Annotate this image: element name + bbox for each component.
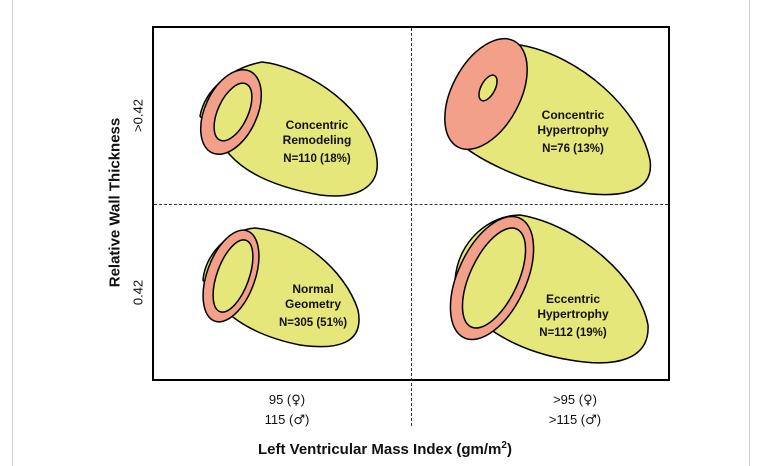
- x-tick-high-line2-value: >115 (: [548, 412, 586, 427]
- normal-geometry-label: Normal Geometry N=305 (51%): [258, 282, 368, 331]
- normal-geometry-line1: Normal: [292, 282, 334, 296]
- concentric-remodeling-label: Concentric Remodeling N=110 (18%): [262, 118, 372, 167]
- paren: ): [300, 392, 306, 407]
- horizontal-divider: [154, 204, 668, 205]
- female-symbol: ♀: [583, 393, 593, 408]
- concentric-remodeling-ventricle: [199, 61, 378, 197]
- y-tick-low: 0.42: [130, 279, 146, 306]
- concentric-remodeling-line2: Remodeling: [282, 133, 352, 147]
- concentric-hypertrophy-count: N=76 (13%): [542, 143, 604, 155]
- normal-geometry-line2: Geometry: [284, 297, 342, 311]
- concentric-hypertrophy-label: Concentric Hypertrophy N=76 (13%): [518, 108, 628, 157]
- concentric-remodeling-line1: Concentric: [285, 118, 349, 132]
- eccentric-hypertrophy-line1: Eccentric: [545, 292, 601, 306]
- vertical-divider: [411, 28, 412, 426]
- x-tick-low-line1-value: 95 (: [268, 392, 292, 407]
- x-tick-high-line2: >115 (♂): [515, 410, 635, 430]
- male-symbol: ♂: [585, 413, 597, 428]
- x-tick-low-line1: 95 (♀): [232, 390, 342, 410]
- concentric-hypertrophy-ventricle: [444, 37, 652, 196]
- x-tick-high: >95 (♀) >115 (♂): [515, 390, 635, 430]
- normal-geometry-count: N=305 (51%): [278, 317, 348, 329]
- female-symbol: ♀: [291, 393, 301, 408]
- paren: ): [596, 412, 602, 427]
- y-tick-high: >0.42: [130, 99, 146, 132]
- paren: ): [592, 392, 597, 407]
- x-tick-low-line2-value: 115 (: [264, 412, 294, 427]
- concentric-hypertrophy-line2: Hypertrophy: [537, 123, 609, 137]
- normal-geometry-ventricle: [202, 227, 360, 348]
- x-axis-label-text: Left Ventricular Mass Index (gm/m: [258, 441, 502, 458]
- eccentric-hypertrophy-ventricle: [449, 214, 649, 364]
- figure-frame: [12, 0, 750, 466]
- x-axis-label: Left Ventricular Mass Index (gm/m2): [258, 440, 512, 458]
- eccentric-hypertrophy-line2: Hypertrophy: [537, 307, 609, 321]
- eccentric-hypertrophy-label: Eccentric Hypertrophy N=112 (19%): [518, 292, 628, 341]
- x-axis-label-superscript: 2: [501, 440, 507, 451]
- x-tick-low: 95 (♀) 115 (♂): [232, 390, 342, 430]
- x-tick-low-line2: 115 (♂): [232, 410, 342, 430]
- paren: ): [304, 412, 310, 427]
- y-axis-label: Relative Wall Thickness: [106, 117, 124, 288]
- x-tick-high-line1: >95 (♀): [515, 390, 635, 410]
- concentric-hypertrophy-line1: Concentric: [541, 108, 605, 122]
- concentric-remodeling-count: N=110 (18%): [283, 153, 351, 165]
- x-tick-high-line1-value: >95 (: [553, 392, 584, 407]
- eccentric-hypertrophy-count: N=112 (19%): [539, 327, 607, 339]
- male-symbol: ♂: [293, 413, 305, 428]
- x-axis-label-end: ): [506, 441, 512, 458]
